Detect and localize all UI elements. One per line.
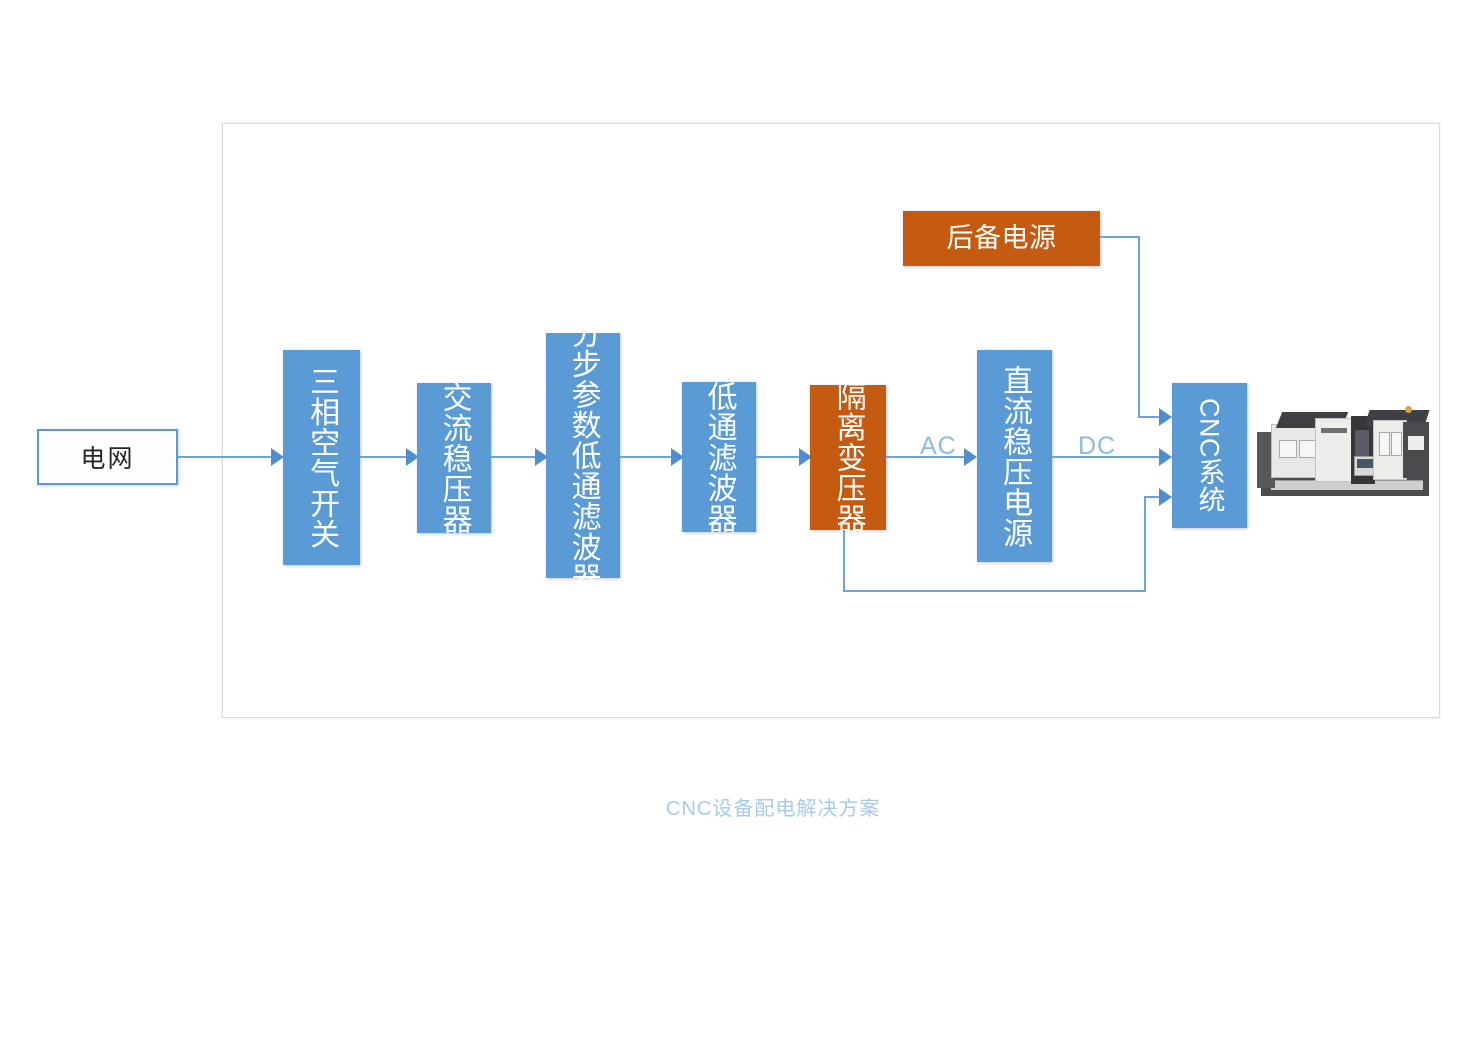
node-power-grid[interactable]: 电网 <box>37 429 178 485</box>
wire-lpf-to-iso-xfmr <box>756 456 806 458</box>
arrow-breaker-to-ac-reg <box>406 448 419 466</box>
node-isolation-transformer[interactable]: 隔离变压器 <box>810 381 886 534</box>
arrow-backup-to-cnc <box>1159 408 1172 426</box>
node-dc-regulated-supply-label: 直流稳压电源 <box>998 364 1032 548</box>
wire-bypass-across <box>843 590 1146 592</box>
node-low-pass-filter-label: 低通滤波器 <box>702 380 736 534</box>
node-three-phase-breaker[interactable]: 三相空气开关 <box>283 350 360 565</box>
arrow-grid-to-breaker <box>271 448 284 466</box>
flow-label-dc: DC <box>1078 432 1117 460</box>
machine-right-panel <box>1408 436 1424 450</box>
arrow-ac-reg-to-step-lpf <box>535 448 548 466</box>
arrow-lpf-to-iso-xfmr <box>799 448 812 466</box>
node-three-phase-breaker-label: 三相空气开关 <box>305 366 339 549</box>
node-power-grid-label: 电网 <box>80 445 135 473</box>
wire-ac-reg-to-step-lpf <box>491 456 542 458</box>
wire-bypass-up <box>1144 496 1146 590</box>
wire-grid-to-breaker <box>178 456 276 458</box>
arrow-step-lpf-to-lpf <box>671 448 684 466</box>
node-ac-voltage-regulator[interactable]: 交流稳压器 <box>417 381 491 535</box>
flow-label-ac: AC <box>920 432 957 460</box>
wire-backup-horizontal <box>1100 236 1140 238</box>
node-cnc-system[interactable]: CNC系统 <box>1172 383 1247 528</box>
node-ac-voltage-regulator-label: 交流稳压器 <box>437 381 471 535</box>
wire-backup-to-cnc <box>1138 416 1166 418</box>
node-backup-power-supply[interactable]: 后备电源 <box>903 211 1100 266</box>
wire-bypass-down <box>843 530 845 592</box>
machine-right-window-b <box>1391 432 1402 456</box>
arrow-iso-xfmr-to-dc-supply <box>964 448 977 466</box>
wire-bypass-to-cnc <box>1144 496 1166 498</box>
wire-step-lpf-to-lpf <box>620 456 677 458</box>
wire-breaker-to-ac-reg <box>360 456 412 458</box>
node-low-pass-filter[interactable]: 低通滤波器 <box>682 380 756 534</box>
arrow-dc-supply-to-cnc <box>1159 448 1172 466</box>
machine-signal-lamp <box>1405 406 1412 413</box>
machine-right-window-a <box>1379 432 1390 456</box>
node-cnc-system-label: CNC系统 <box>1194 398 1225 513</box>
machine-right-column <box>1403 422 1429 478</box>
wire-iso-xfmr-to-dc-supply <box>886 456 970 458</box>
node-backup-power-supply-label: 后备电源 <box>946 223 1057 254</box>
arrow-bypass-to-cnc <box>1159 488 1172 506</box>
wire-dc-supply-to-cnc <box>1052 456 1166 458</box>
wire-backup-vertical <box>1138 236 1140 418</box>
node-stepped-parameter-lpf[interactable]: 分步参数低通滤波器 <box>546 318 620 593</box>
diagram-caption: CNC设备配电解决方案 <box>666 798 881 820</box>
machine-pendant-screen <box>1357 459 1373 468</box>
node-isolation-transformer-label: 隔离变压器 <box>831 381 865 534</box>
node-dc-regulated-supply[interactable]: 直流稳压电源 <box>977 350 1052 562</box>
cnc-machine-photo <box>1255 396 1435 514</box>
machine-left-window-a <box>1279 440 1297 458</box>
machine-left-column <box>1257 432 1275 488</box>
node-stepped-parameter-lpf-label: 分步参数低通滤波器 <box>566 318 600 593</box>
machine-brand-strip <box>1321 428 1347 433</box>
machine-center-glass <box>1355 430 1369 456</box>
